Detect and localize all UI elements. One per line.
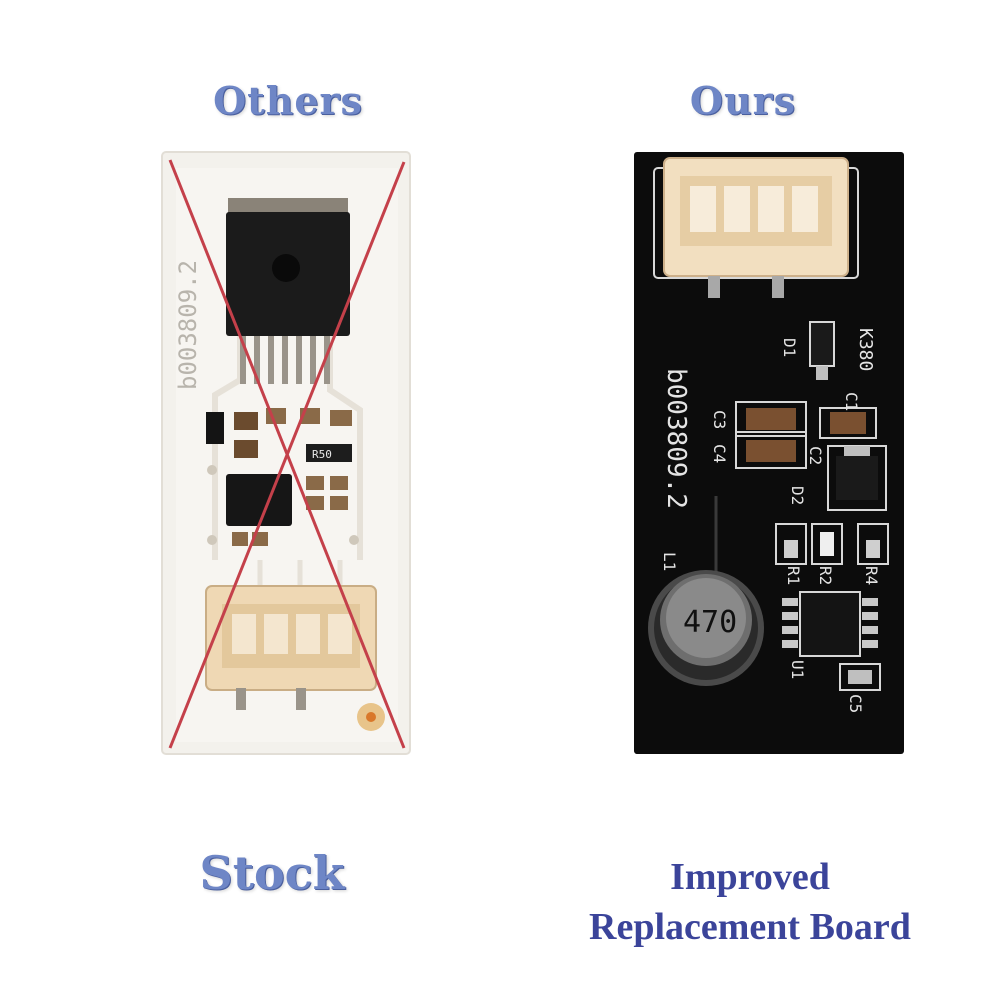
stock-silkscreen: b003809.2 [174,260,202,390]
label-r2: R2 [816,566,835,585]
stock-board: R50 b003809.2 [161,151,411,755]
label-d1: D1 [780,338,799,357]
label-k380: K380 [855,328,876,371]
ours-heading: Ours [689,78,797,123]
improved-silkscreen: b003809.2 [661,368,691,509]
improved-board: 470 b003809.2 K380 D1 C1 C2 C3 C4 D2 L1 … [634,152,904,754]
label-c3: C3 [710,410,729,429]
improved-caption-line2: Replacement Board [589,906,911,948]
improved-caption-line1: Improved [670,856,830,898]
label-u1: U1 [788,660,807,679]
label-r4: R4 [862,566,881,585]
label-c4: C4 [710,444,729,463]
inductor-marking: 470 [683,605,737,640]
label-c2: C2 [806,446,825,465]
label-d2: D2 [788,486,807,505]
label-l1: L1 [660,552,679,571]
label-r1: R1 [784,566,803,585]
label-c1: C1 [842,392,861,411]
others-heading: Others [213,78,363,123]
label-c5: C5 [846,694,865,713]
chip-marking: R50 [312,448,332,461]
stock-caption: Stock [199,846,345,900]
